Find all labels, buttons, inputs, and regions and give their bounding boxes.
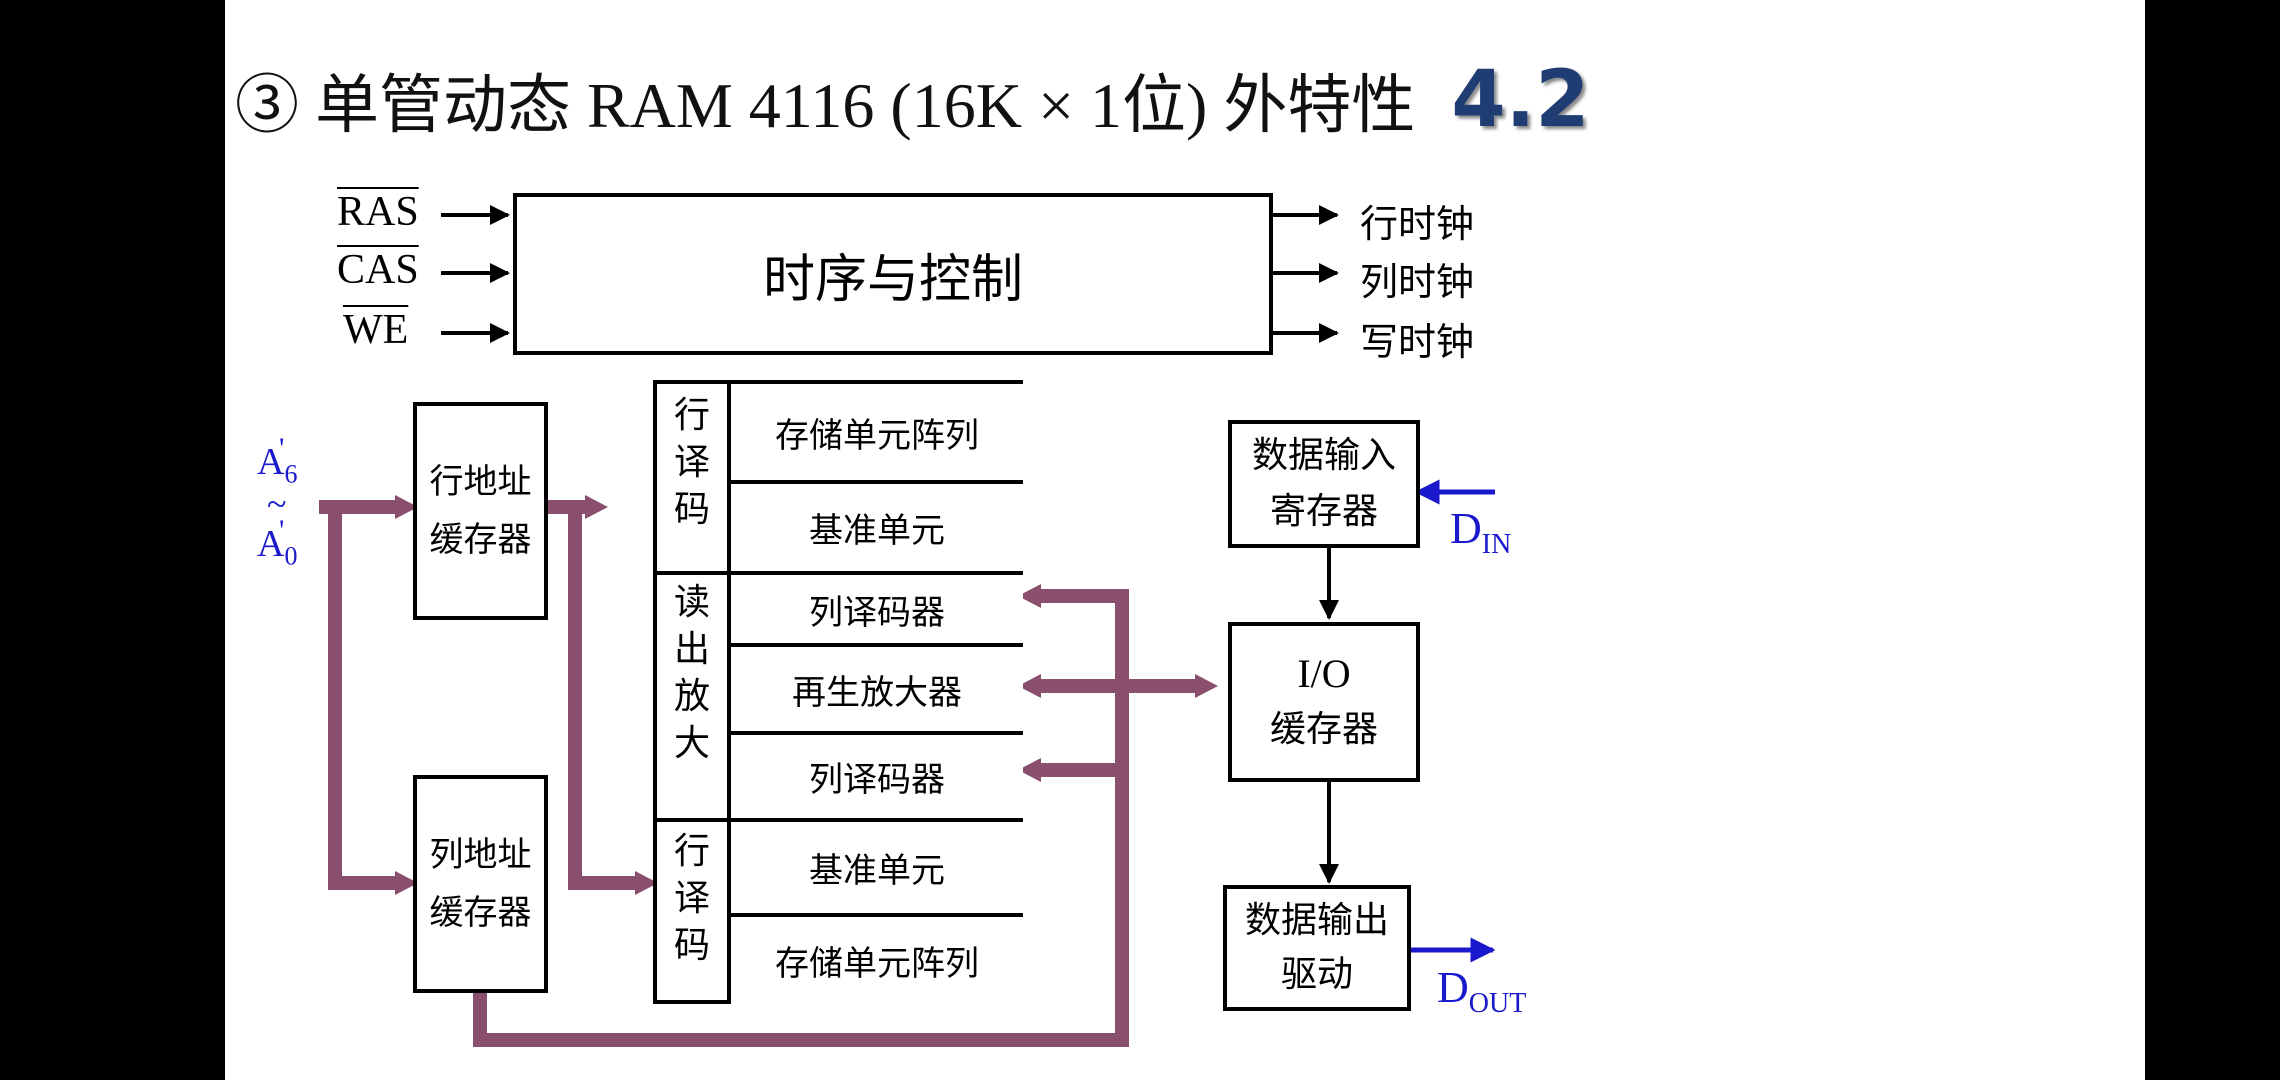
write-clock-label: 写时钟 xyxy=(1360,320,1475,364)
slide-title: ③ 单管动态 RAM 4116 (16K × 1位) 外特性 4.2 xyxy=(235,50,1590,150)
io-buffer-line1: I/O xyxy=(1297,651,1351,696)
reference-cell-top: 基准单元 xyxy=(731,484,1023,571)
address-range-tilde: ~ xyxy=(267,484,287,524)
column-address-buffer: 列地址 缓存器 xyxy=(413,775,548,993)
col-clock-label: 列时钟 xyxy=(1360,260,1475,304)
cas-signal: CAS xyxy=(337,247,419,293)
we-signal: WE xyxy=(343,307,409,353)
dout-drv-line1: 数据输出 xyxy=(1244,900,1389,941)
title-text: ③ 单管动态 RAM 4116 (16K × 1位) 外特性 xyxy=(235,70,1416,141)
dout-drv-line2: 驱动 xyxy=(1280,954,1353,995)
row-clock-label: 行时钟 xyxy=(1360,202,1475,246)
io-buffer-line2: 缓存器 xyxy=(1269,709,1378,750)
column-decoder-bottom: 列译码器 xyxy=(731,735,1023,818)
row-buffer-line2: 缓存器 xyxy=(429,520,532,560)
row-decoder-top: 行译码 xyxy=(674,395,711,530)
address-bus xyxy=(319,500,635,890)
reference-cell-bottom: 基准单元 xyxy=(731,822,1023,913)
address-bus-arrowheads xyxy=(395,495,658,895)
timing-control-block: 时序与控制 xyxy=(513,193,1273,355)
data-output-driver: 数据输出 驱动 xyxy=(1223,885,1411,1011)
memory-array-block: 行译码 读出放大 行译码 存储单元阵列 基准单元 列译码器 再生放大器 列译码器… xyxy=(653,380,1023,1004)
data-input-register: 数据输入 寄存器 xyxy=(1228,420,1420,548)
section-number: 4.2 xyxy=(1451,55,1590,145)
ras-signal: RAS xyxy=(337,189,419,235)
array-divider-vertical xyxy=(727,384,731,1000)
din-label: DIN xyxy=(1450,504,1512,560)
column-bus-arrowheads xyxy=(1018,584,1218,782)
wires-layer xyxy=(319,205,1496,1047)
sense-amplifier: 读出放大 xyxy=(674,582,711,764)
array-divider-1 xyxy=(657,571,1019,575)
array-divider-c xyxy=(727,731,1023,735)
memory-cell-array-top: 存储单元阵列 xyxy=(731,384,1023,480)
array-divider-b xyxy=(727,643,1023,647)
slide: ③ 单管动态 RAM 4116 (16K × 1位) 外特性 4.2 xyxy=(225,0,2145,1080)
address-a6-label: A6' xyxy=(257,432,298,489)
array-divider-d xyxy=(727,913,1023,917)
row-buffer-line1: 行地址 xyxy=(429,462,532,502)
regeneration-amplifier: 再生放大器 xyxy=(731,647,1023,731)
column-bus xyxy=(473,589,1195,1047)
address-a0-label: A0' xyxy=(257,514,298,571)
col-buffer-line1: 列地址 xyxy=(429,835,532,875)
col-buffer-line2: 缓存器 xyxy=(429,893,532,933)
array-divider-2 xyxy=(657,818,1019,822)
din-reg-line2: 寄存器 xyxy=(1269,491,1378,532)
column-decoder-top: 列译码器 xyxy=(731,575,1023,643)
memory-cell-array-bottom: 存储单元阵列 xyxy=(731,917,1023,1004)
dout-label: DOUT xyxy=(1437,963,1527,1019)
row-address-buffer: 行地址 缓存器 xyxy=(413,402,548,620)
row-decoder-bottom: 行译码 xyxy=(674,831,711,966)
io-buffer: I/O 缓存器 xyxy=(1228,622,1420,782)
array-divider-a xyxy=(727,480,1023,484)
din-reg-line1: 数据输入 xyxy=(1251,435,1396,476)
